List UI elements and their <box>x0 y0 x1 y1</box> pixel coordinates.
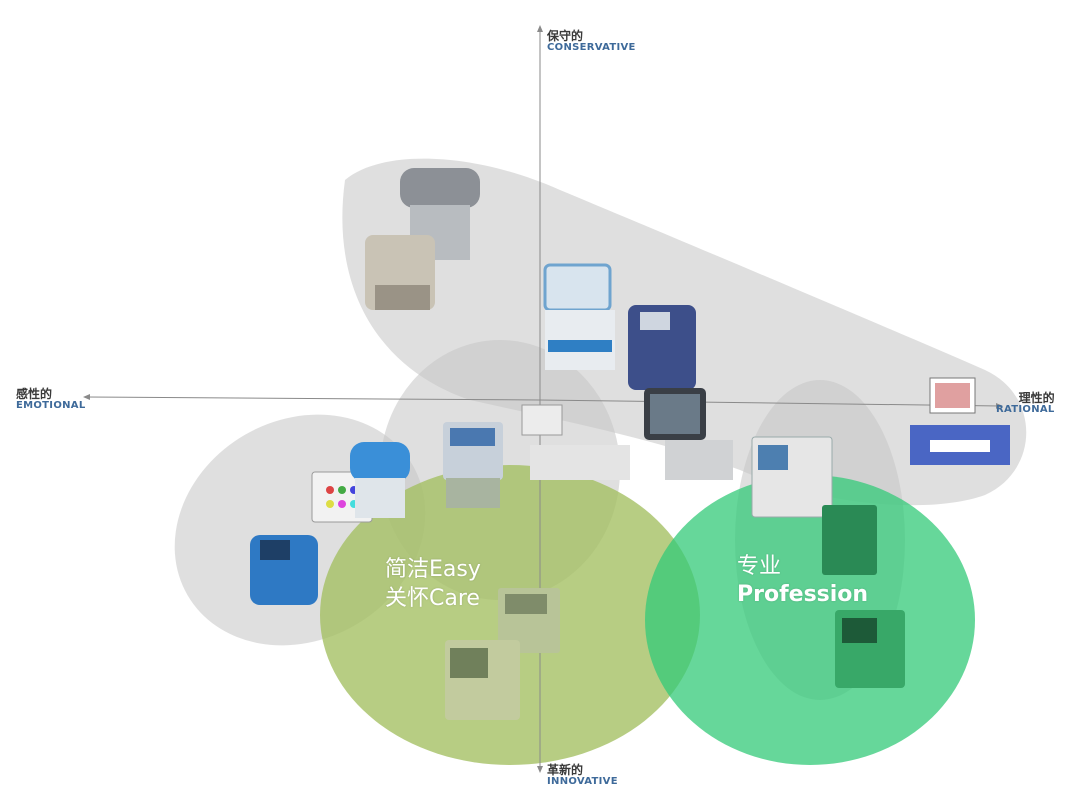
profession-label-cn: 专业 <box>737 554 782 579</box>
profession-cluster <box>645 475 975 765</box>
axis-label-bottom: 革新的 INNOVATIVE <box>547 764 618 787</box>
axis-label-bottom-cn: 革新的 <box>547 763 584 777</box>
axis-label-bottom-en: INNOVATIVE <box>547 775 618 787</box>
analyzer-white-screen-device-icon <box>751 436 833 518</box>
analyzer-green-screen-device-icon <box>822 505 905 688</box>
easy-care-label-line2: 关怀Care <box>385 585 480 611</box>
axis-label-top: 保守的 CONSERVATIVE <box>547 30 636 53</box>
axis-label-left-en: EMOTIONAL <box>16 399 86 411</box>
axis-label-right: 理性的 RATIONAL <box>996 392 1055 415</box>
analyzer-blue-compact-device-icon <box>443 422 503 508</box>
axis-label-left-cn: 感性的 <box>16 387 53 401</box>
analyzer-touchscreen-rack-device-icon <box>910 377 1010 465</box>
easy-care-label: 简洁Easy 关怀Care <box>385 556 481 613</box>
analyzer-navy-tower-device-icon <box>628 305 696 390</box>
easy-care-label-line1: 简洁Easy <box>385 557 481 582</box>
axis-label-top-en: CONSERVATIVE <box>547 41 636 53</box>
analyzer-beige-screen-device-icon <box>445 588 560 720</box>
axis-label-right-cn: 理性的 <box>1018 391 1055 405</box>
horizontal-axis-left <box>83 394 541 401</box>
analyzer-blue-dome-device-icon <box>250 442 410 605</box>
axis-label-right-en: RATIONAL <box>996 403 1055 415</box>
axis-label-top-cn: 保守的 <box>547 29 584 43</box>
analyzer-white-printer-device-icon <box>521 404 630 480</box>
analyzer-tablet-screen-device-icon <box>644 388 733 480</box>
profession-label: 专业 Profession <box>737 548 868 607</box>
profession-label-en: Profession <box>737 582 869 607</box>
analyzer-blue-four-channel-device-icon <box>543 263 615 370</box>
analyzer-gray-dual-device-icon <box>365 168 480 310</box>
horizontal-axis-right <box>539 399 1003 409</box>
axis-label-left: 感性的 EMOTIONAL <box>16 388 86 411</box>
